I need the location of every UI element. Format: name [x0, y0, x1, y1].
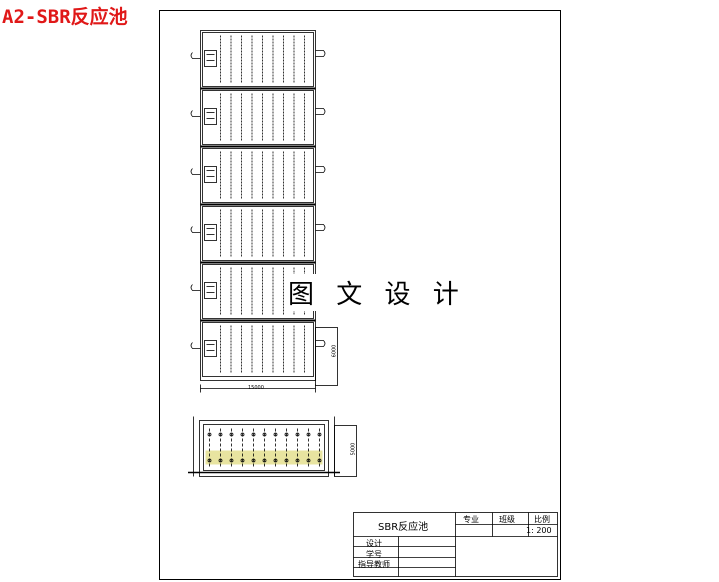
section-aerator	[262, 458, 267, 463]
plan-view	[190, 30, 338, 393]
outlet-pipe	[315, 108, 326, 115]
title-block-design-label: 设计	[366, 539, 382, 548]
section-aerator	[317, 432, 322, 437]
section-aerator	[273, 458, 278, 463]
section-aerator	[229, 458, 234, 463]
inlet-pipe	[190, 284, 201, 291]
document-title: A2-SBR反应池	[2, 6, 128, 28]
title-block-scale-value: 1: 200	[526, 526, 552, 535]
section-aerator	[284, 458, 289, 463]
inlet-box	[204, 224, 217, 241]
section-aerator	[273, 432, 278, 437]
section-aerator	[218, 458, 223, 463]
section-dim-height: 5000	[350, 442, 357, 456]
inlet-box	[204, 166, 217, 183]
section-dim-frame	[334, 425, 357, 477]
tank-cell	[202, 90, 314, 145]
title-block-student-id-label: 学号	[366, 550, 382, 559]
title-block-scale-label: 比例	[534, 515, 550, 524]
inlet-pipe	[190, 52, 201, 59]
section-aerator	[251, 458, 256, 463]
outlet-pipe	[315, 50, 326, 57]
section-aerator	[240, 432, 245, 437]
title-block-major-label: 专业	[463, 515, 479, 524]
inlet-pipe	[190, 226, 201, 233]
tank-cell	[202, 148, 314, 203]
title-block-advisor-label: 指导教师	[358, 560, 390, 569]
outlet-pipe	[315, 224, 326, 231]
title-block-drawing-name: SBR反应池	[378, 522, 429, 533]
plan-dim-height: 6000	[331, 344, 338, 358]
section-aerator	[262, 432, 267, 437]
section-aerator	[295, 432, 300, 437]
inlet-box	[204, 282, 217, 299]
inlet-pipe	[190, 168, 201, 175]
section-aerator	[218, 432, 223, 437]
inlet-box	[204, 340, 217, 357]
tank-cell	[202, 206, 314, 261]
section-sludge-band	[205, 450, 323, 465]
section-aerator	[251, 432, 256, 437]
inlet-pipe	[190, 342, 201, 349]
section-outline	[199, 420, 329, 477]
title-block-class-label: 班级	[499, 515, 515, 524]
section-aerator	[306, 458, 311, 463]
outlet-pipe	[315, 166, 326, 173]
section-aerator	[229, 432, 234, 437]
inlet-box	[204, 108, 217, 125]
section-aerator	[207, 458, 212, 463]
dim-frame-height	[315, 327, 338, 386]
outlet-pipe	[315, 340, 326, 347]
section-aerator	[207, 432, 212, 437]
title-block	[353, 512, 558, 577]
section-aerator	[284, 432, 289, 437]
section-aerator	[295, 458, 300, 463]
tank-cell	[202, 32, 314, 87]
sheet-border	[159, 10, 561, 580]
watermark-text: 图 文 设 计	[286, 274, 468, 311]
section-aerator	[240, 458, 245, 463]
section-view	[188, 416, 357, 477]
section-aerator	[317, 458, 322, 463]
section-aerator	[306, 432, 311, 437]
section-inner	[203, 424, 325, 471]
inlet-pipe	[190, 110, 201, 117]
plan-dim-width: 15000	[248, 385, 264, 391]
inlet-box	[204, 50, 217, 67]
tank-cell	[202, 322, 314, 377]
